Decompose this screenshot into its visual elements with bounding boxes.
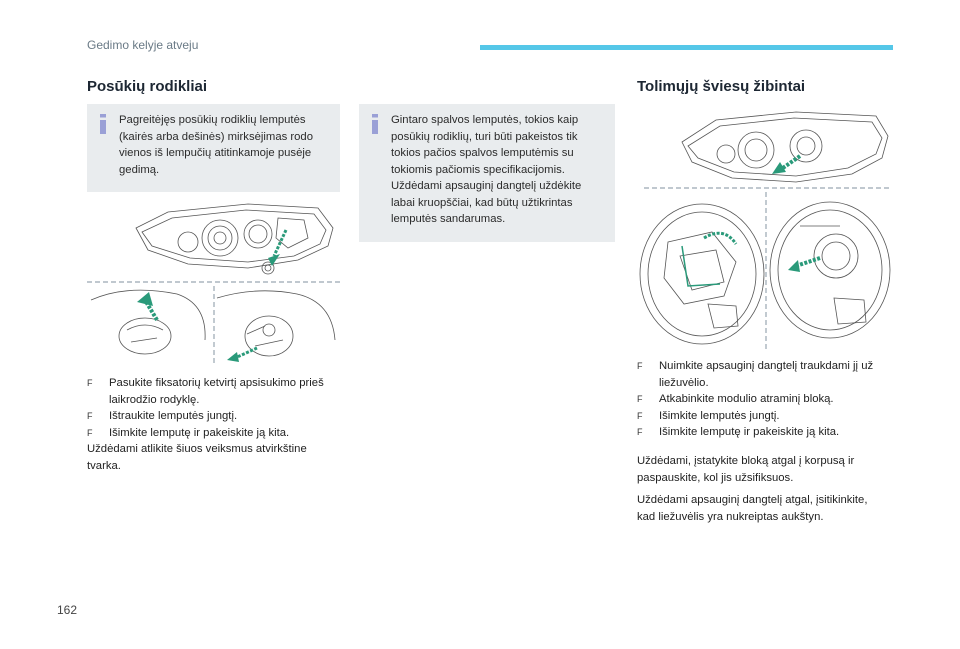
reassembly-note: Uždėdami atlikite šiuos veiksmus atvirkš… [87, 443, 307, 472]
bullet-marker: F [87, 427, 93, 438]
turn-signal-steps: F Pasukite fiksatorių ketvirtį apsisukim… [87, 375, 349, 441]
note-line: tokiomis pačiomis specifikacijomis. [391, 163, 565, 176]
info-note-turn-signals: Pagreitėjęs posūkių rodiklių lemputės (k… [87, 104, 340, 192]
main-beam-bulb-removal-illustration [639, 187, 891, 352]
note-line: tokios pačios spalvos lemputėmis su [391, 147, 574, 159]
bullet-marker: F [637, 410, 643, 421]
list-item: F Pasukite fiksatorių ketvirtį apsisukim… [87, 377, 324, 406]
bullet-marker: F [87, 378, 93, 388]
info-icon [372, 114, 378, 134]
note-line: gedimą. [119, 163, 160, 176]
note-line: posūkių rodiklių, turi būti pakeistos ti… [391, 130, 578, 143]
list-item: F Nuimkite apsauginį dangtelį traukdami … [637, 360, 874, 389]
bullet-marker: F [637, 361, 643, 371]
note-line: Pagreitėjęs posūkių rodiklių lemputės [119, 114, 306, 126]
section-title-main-beam: Tolimųjų šviesų žibintai [637, 78, 806, 95]
note-line: (kairės arba dešinės) mirksėjimas rodo [119, 130, 313, 143]
list-item: F Išimkite lemputę ir pakeiskite ją kita… [87, 425, 349, 442]
list-item: F Ištraukite lemputės jungtį. [87, 408, 349, 425]
note-line: lemputės sandarumas. [391, 213, 506, 225]
refit-cover-note: Uždėdami apsauginį dangtelį atgal, įsiti… [637, 494, 868, 523]
bullet-marker: F [87, 411, 93, 421]
bullet-marker: F [637, 394, 643, 404]
running-header: Gedimo kelyje atveju [87, 38, 199, 52]
headlamp-rear-illustration [135, 203, 334, 275]
main-beam-steps: F Nuimkite apsauginį dangtelį traukdami … [637, 358, 899, 441]
list-item: F Išimkite lemputę ir pakeiskite ją kita… [637, 424, 899, 441]
main-beam-headlamp-illustration [681, 111, 889, 183]
turn-signal-bulb-removal-illustration [87, 281, 340, 365]
list-item: F Atkabinkite modulio atraminį bloką. [637, 391, 899, 408]
note-line: Gintaro spalvos lemputės, tokios kaip [391, 114, 579, 126]
list-item: F Išimkite lemputės jungtį. [637, 408, 899, 425]
header-accent-bar [480, 45, 893, 50]
page-number: 162 [57, 603, 78, 617]
refit-block-note: Uždėdami, įstatykite bloką atgal į korpu… [637, 455, 855, 484]
note-line: vienos iš lempučių atitinkamoje pusėje [119, 147, 312, 159]
note-line: labai kruopščiai, kad būtų užtikrintas [391, 196, 573, 209]
info-icon [100, 114, 106, 134]
section-title-turn-signals: Posūkių rodikliai [87, 78, 208, 95]
bullet-marker: F [637, 427, 643, 437]
note-line: Uždėdami apsauginį dangtelį uždėkite [391, 180, 582, 192]
info-note-amber-bulbs: Gintaro spalvos lemputės, tokios kaip po… [359, 104, 615, 242]
